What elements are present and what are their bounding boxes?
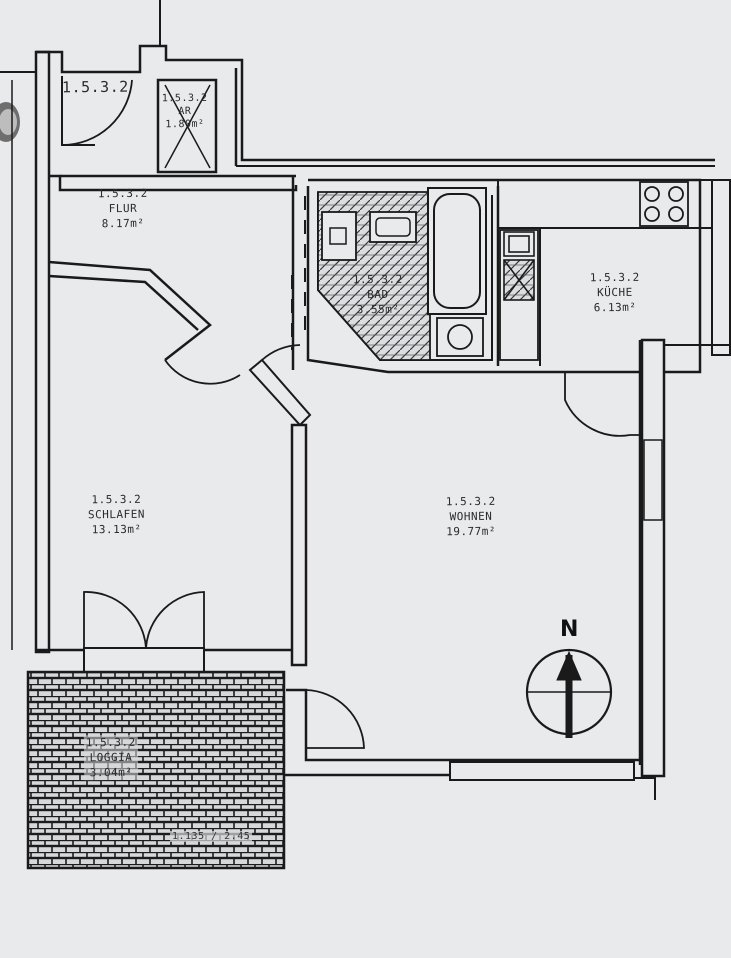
room-name: LOGGIA xyxy=(89,750,133,765)
label-ar: 1.5.3.2 AR 1.80m² xyxy=(162,92,208,131)
binder-hole xyxy=(0,102,20,142)
label-flur: 1.5.3.2 FLUR 8.17m² xyxy=(98,186,148,232)
room-id: 1.5.3.2 xyxy=(91,492,142,507)
label-kueche: 1.5.3.2 KÜCHE 6.13m² xyxy=(590,270,640,316)
room-id: 1.5.3.2 xyxy=(97,186,148,201)
loggia-dimensions: 1.135 / 2.45 xyxy=(170,831,253,842)
room-area: 13.13m² xyxy=(91,522,142,537)
room-name: AR xyxy=(178,105,192,118)
label-bad: 1.5.3.2 BAD 3.55m² xyxy=(353,272,403,318)
compass-north-label: N xyxy=(560,617,579,642)
room-name: FLUR xyxy=(108,201,138,216)
toilet-icon xyxy=(436,317,484,357)
room-area: 8.17m² xyxy=(101,216,145,231)
room-area: 3.04m² xyxy=(89,765,133,780)
label-stair: 1.5.3.2 xyxy=(61,77,129,97)
room-id: 1.5.3.2 xyxy=(589,270,640,285)
bathtub-icon xyxy=(427,187,487,315)
room-name: KÜCHE xyxy=(597,285,633,300)
label-loggia: 1.5.3.2 LOGGIA 3.04m² xyxy=(83,734,139,781)
sink-icon xyxy=(503,231,535,301)
room-name: WOHNEN xyxy=(449,509,493,524)
room-id: 1.5.3.2 xyxy=(61,77,129,97)
room-area: 3.55m² xyxy=(356,302,400,317)
room-area: 6.13m² xyxy=(593,300,637,315)
compass-icon xyxy=(525,648,613,738)
stove-icon xyxy=(639,181,689,227)
room-id: 1.5.3.2 xyxy=(161,92,208,105)
room-area: 1.80m² xyxy=(165,118,205,131)
bathroom xyxy=(317,191,431,361)
room-area: 19.77m² xyxy=(446,524,497,539)
room-id: 1.5.3.2 xyxy=(445,494,496,509)
label-wohnen: 1.5.3.2 WOHNEN 19.77m² xyxy=(446,494,496,540)
room-name: SCHLAFEN xyxy=(87,507,146,522)
room-id: 1.5.3.2 xyxy=(85,735,136,750)
room-id: 1.5.3.2 xyxy=(352,272,403,287)
label-schlafen: 1.5.3.2 SCHLAFEN 13.13m² xyxy=(88,492,145,538)
room-name: BAD xyxy=(367,287,389,302)
